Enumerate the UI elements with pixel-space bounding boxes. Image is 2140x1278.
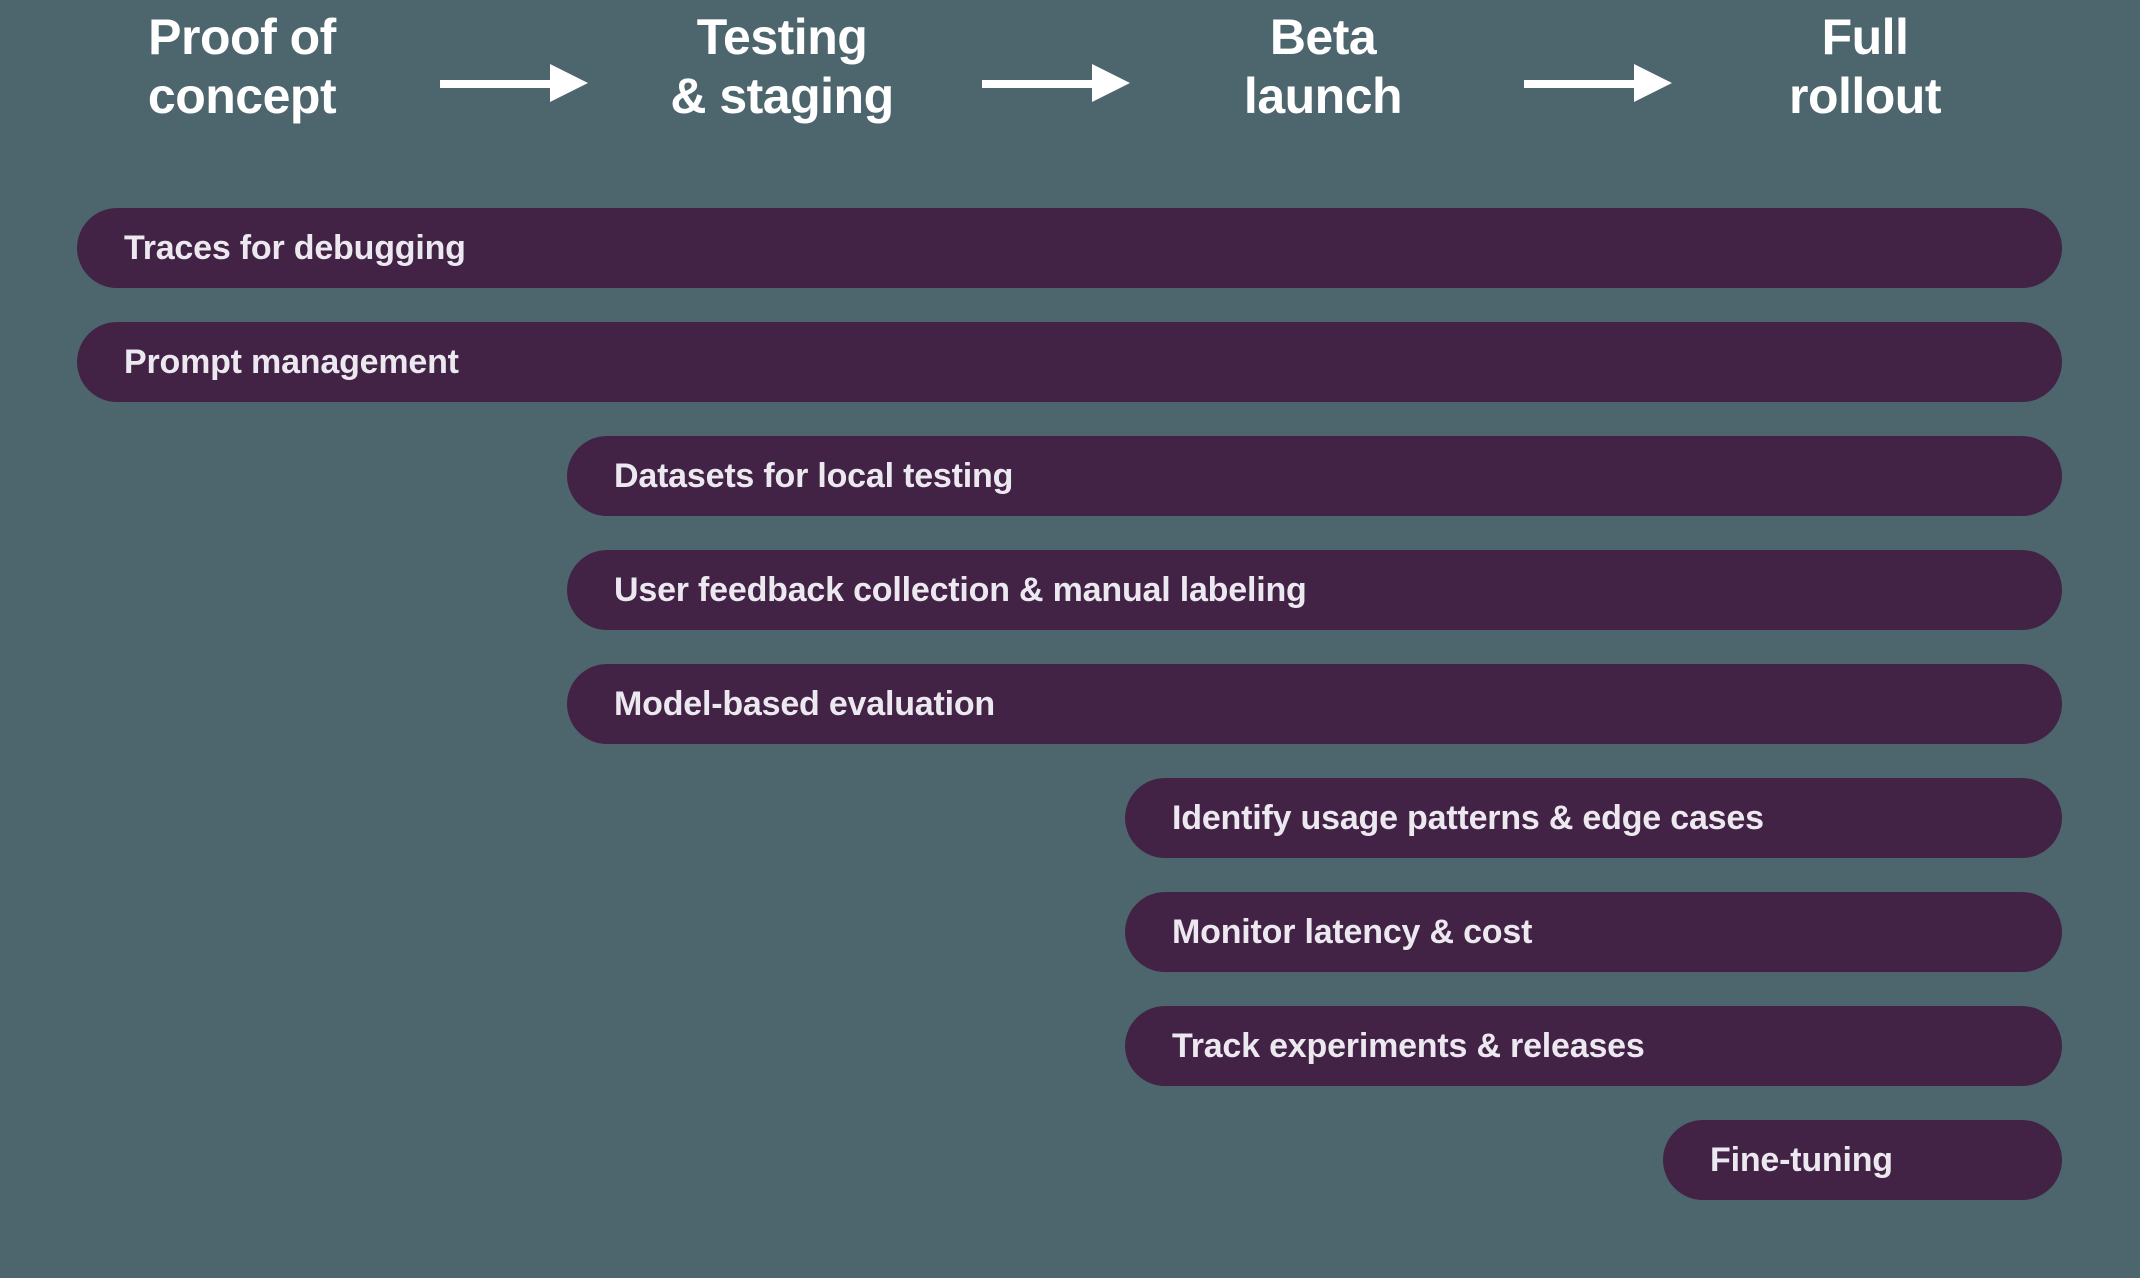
capability-bar-label: Datasets for local testing bbox=[614, 456, 1014, 495]
capability-bar[interactable]: Traces for debugging bbox=[77, 208, 2062, 288]
phase-label-line2: rollout bbox=[1788, 68, 1942, 124]
capability-bar[interactable]: Track experiments & releases bbox=[1125, 1006, 2062, 1086]
arrow-right-icon-2 bbox=[982, 64, 1130, 102]
capability-bar[interactable]: Prompt management bbox=[77, 322, 2062, 402]
phase-label-proof-of-concept: Proof of concept bbox=[92, 8, 392, 126]
capability-bar[interactable]: Identify usage patterns & edge cases bbox=[1125, 778, 2062, 858]
arrow-head bbox=[1634, 64, 1672, 102]
phase-label-line2: concept bbox=[147, 68, 337, 124]
arrow-shaft bbox=[440, 80, 558, 88]
phase-label-beta-launch: Beta launch bbox=[1173, 8, 1473, 126]
capability-bar-label: Fine-tuning bbox=[1710, 1140, 1893, 1179]
capability-bar-label: Model-based evaluation bbox=[614, 684, 996, 723]
capability-bar-label: Traces for debugging bbox=[124, 228, 466, 267]
phase-label-line2: launch bbox=[1243, 68, 1403, 124]
arrow-shaft bbox=[982, 80, 1100, 88]
phase-label-line1: Testing bbox=[696, 9, 868, 65]
capability-bar[interactable]: Model-based evaluation bbox=[567, 664, 2062, 744]
arrow-right-icon-3 bbox=[1524, 64, 1672, 102]
phase-label-full-rollout: Full rollout bbox=[1715, 8, 2015, 126]
capability-bar[interactable]: Datasets for local testing bbox=[567, 436, 2062, 516]
arrow-head bbox=[1092, 64, 1130, 102]
capability-bar[interactable]: Monitor latency & cost bbox=[1125, 892, 2062, 972]
phase-label-line2: & staging bbox=[670, 68, 894, 124]
capability-bar-label: Prompt management bbox=[124, 342, 459, 381]
capability-bar-label: Monitor latency & cost bbox=[1172, 912, 1533, 951]
phase-label-line1: Full bbox=[1821, 9, 1909, 65]
phase-header-row: Proof of concept Testing & staging Beta … bbox=[0, 0, 2140, 178]
arrow-head bbox=[550, 64, 588, 102]
capability-bar-label: Identify usage patterns & edge cases bbox=[1172, 798, 1764, 837]
arrow-shaft bbox=[1524, 80, 1642, 88]
capability-bar-label: User feedback collection & manual labeli… bbox=[614, 570, 1307, 609]
capability-bar[interactable]: Fine-tuning bbox=[1663, 1120, 2062, 1200]
phase-label-line1: Proof of bbox=[148, 9, 336, 65]
arrow-right-icon-1 bbox=[440, 64, 588, 102]
capability-bar[interactable]: User feedback collection & manual labeli… bbox=[567, 550, 2062, 630]
phase-label-testing-and-staging: Testing & staging bbox=[632, 8, 932, 126]
capability-bar-label: Track experiments & releases bbox=[1172, 1026, 1645, 1065]
phase-label-line1: Beta bbox=[1269, 9, 1377, 65]
